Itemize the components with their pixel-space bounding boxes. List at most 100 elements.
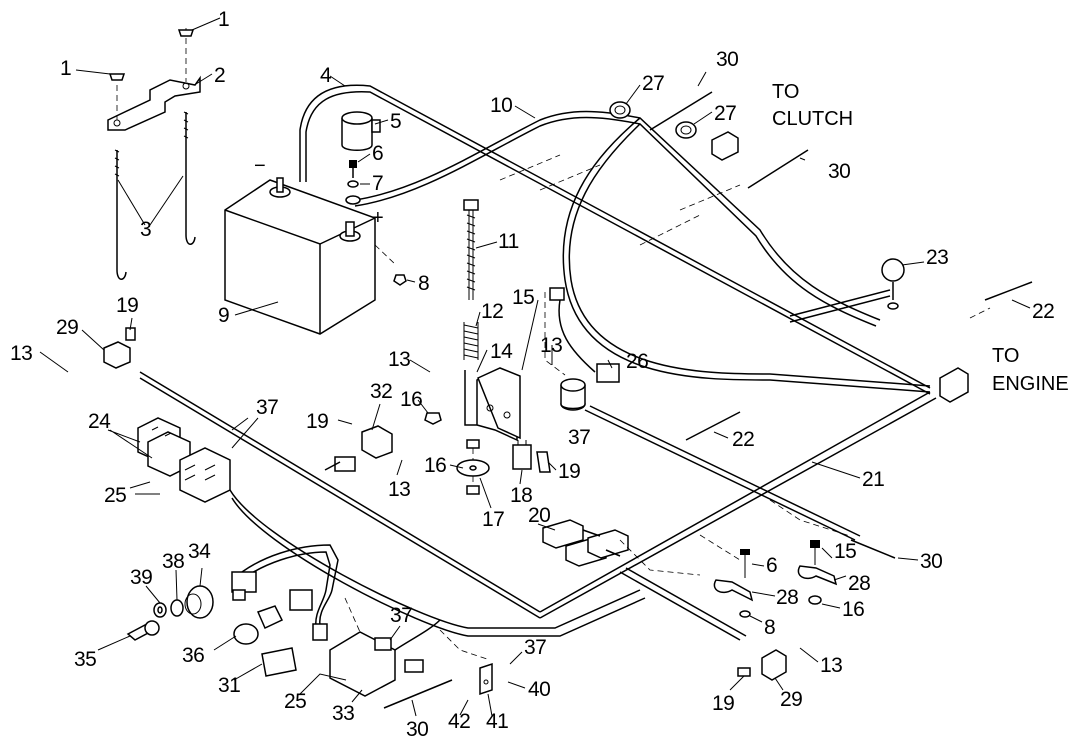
- grommets-27: [609, 101, 697, 139]
- dashed-leads: [344, 154, 991, 661]
- callout-12: 12: [481, 300, 503, 323]
- callout-24: 24: [88, 410, 111, 433]
- callout-23: 23: [926, 246, 948, 269]
- diode-module-33: [329, 619, 441, 697]
- callout-20: 20: [528, 504, 550, 527]
- callout-1b: 1: [218, 8, 229, 31]
- switch-36: [233, 605, 284, 645]
- callout-27a: 27: [642, 72, 664, 95]
- switch-18: [512, 440, 532, 470]
- callout-42: 42: [448, 710, 470, 733]
- callout-25a: 25: [104, 484, 126, 507]
- callout-31: 31: [218, 674, 240, 697]
- callout-1a: 1: [60, 57, 71, 80]
- callout-40: 40: [528, 678, 550, 701]
- switch-31: [261, 647, 297, 677]
- callout-5: 5: [390, 110, 401, 133]
- callout-16c: 16: [842, 598, 864, 621]
- carriage-bolt-11: [463, 199, 479, 300]
- relay-32: [324, 425, 393, 472]
- callout-13d: 13: [388, 478, 410, 501]
- to-clutch-label-line2: CLUTCH: [772, 108, 853, 130]
- hold-down-rods: [114, 111, 196, 280]
- callout-26: 26: [626, 350, 648, 373]
- callout-2: 2: [214, 64, 225, 87]
- callout-15a: 15: [512, 286, 534, 309]
- callout-19b: 19: [306, 410, 328, 433]
- battery: [224, 177, 376, 335]
- callout-30a: 30: [716, 48, 738, 71]
- callout-33: 33: [332, 702, 354, 725]
- callout-13e: 13: [820, 654, 842, 677]
- callout-14: 14: [490, 340, 513, 363]
- callout-30c: 30: [920, 550, 942, 573]
- callout-6a: 6: [372, 142, 383, 165]
- leader-lines: [39, 17, 1031, 717]
- callout-34: 34: [188, 540, 211, 563]
- callout-29a: 29: [56, 316, 78, 339]
- callout-8a: 8: [418, 272, 429, 295]
- battery-positive-sign: +: [372, 207, 384, 229]
- destination-labels: TO CLUTCH TO ENGINE − +: [254, 81, 1069, 395]
- switch-29-bottom: [737, 649, 787, 681]
- callout-18: 18: [510, 484, 532, 507]
- cable-ties-30: [383, 91, 896, 709]
- callout-16a: 16: [400, 388, 422, 411]
- callout-3: 3: [140, 218, 151, 241]
- callout-37d: 37: [524, 636, 546, 659]
- callout-32: 32: [370, 380, 392, 403]
- callout-19a: 19: [116, 294, 138, 317]
- callout-35: 35: [74, 648, 96, 671]
- to-engine-label-line2: ENGINE: [992, 373, 1069, 395]
- callout-41: 41: [486, 710, 508, 733]
- washer-17-nuts-16: [424, 412, 490, 495]
- callout-8b: 8: [764, 616, 775, 639]
- callout-22a: 22: [1032, 300, 1054, 323]
- bracket-41: [479, 662, 493, 696]
- harness-connectors-left: [231, 544, 339, 641]
- callout-13b: 13: [388, 348, 410, 371]
- cable-ties-22: [685, 281, 1033, 441]
- terminal-cover-5: [341, 111, 381, 151]
- callout-15b: 15: [834, 540, 856, 563]
- callout-11: 11: [498, 230, 519, 253]
- battery-hold-down-bracket: [107, 28, 201, 131]
- callout-19d: 19: [712, 692, 734, 715]
- callout-37b: 37: [568, 426, 590, 449]
- nut-8: [374, 244, 407, 286]
- ground-cable-23: [789, 258, 905, 323]
- callout-29b: 29: [780, 688, 802, 711]
- switch-29-top: [103, 327, 136, 369]
- ignition-switch-34: [153, 585, 214, 619]
- callout-17: 17: [482, 508, 504, 531]
- relay-socket: [179, 447, 231, 503]
- battery-cable-10: [354, 110, 931, 393]
- callout-13c: 13: [540, 334, 562, 357]
- wing-nuts: [108, 29, 195, 81]
- callout-22b: 22: [732, 428, 754, 451]
- callout-37a: 37: [256, 396, 278, 419]
- switch-bracket-14: [464, 367, 521, 442]
- callout-39: 39: [130, 566, 152, 589]
- to-clutch-label-line1: TO: [772, 81, 799, 103]
- plunger-switch-26: [544, 287, 620, 411]
- bolt-6-washer-7: [345, 160, 361, 205]
- callout-28a: 28: [776, 586, 798, 609]
- callout-6b: 6: [766, 554, 777, 577]
- p-clamps-28: [713, 540, 838, 618]
- callout-38: 38: [162, 550, 184, 573]
- callout-4: 4: [320, 64, 332, 87]
- callout-28b: 28: [848, 572, 870, 595]
- callout-27b: 27: [714, 102, 736, 125]
- callout-37c: 37: [390, 604, 412, 627]
- battery-negative-sign: −: [254, 155, 266, 177]
- battery-cable-4: [299, 84, 931, 395]
- callout-numbers: 1 1 2 3 4 5 6 7 8 9 10 11 12 13 13 13 13…: [10, 8, 1055, 741]
- callout-10: 10: [490, 94, 512, 117]
- to-engine-label-line1: TO: [992, 345, 1019, 367]
- callout-16b: 16: [424, 454, 446, 477]
- key-35: [126, 620, 160, 641]
- callout-13a: 13: [10, 342, 32, 365]
- callout-9: 9: [218, 304, 229, 327]
